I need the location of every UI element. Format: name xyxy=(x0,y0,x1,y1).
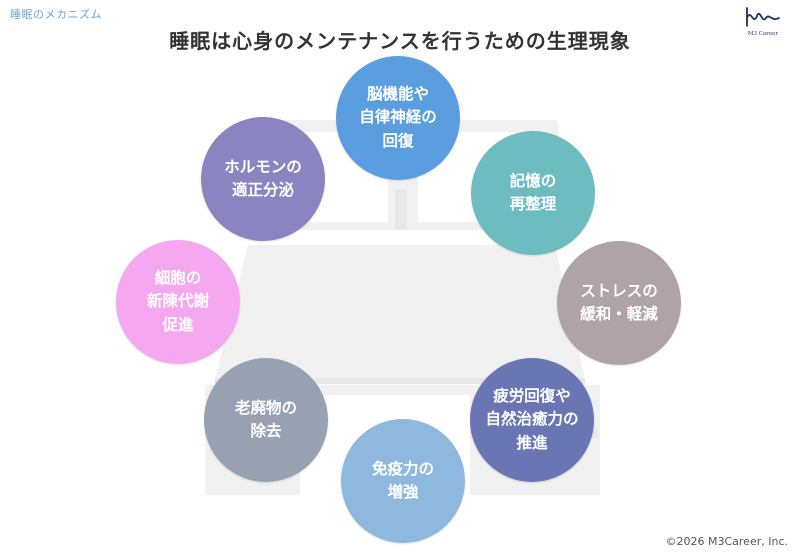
benefit-fatigue-recovery-circle: 疲労回復や 自然治癒力の 推進 xyxy=(470,358,594,482)
company-logo: M3 Career xyxy=(740,4,786,44)
benefit-hormone-secretion-label: ホルモンの 適正分泌 xyxy=(224,157,302,199)
benefit-stress-relief-label: ストレスの 緩和・軽減 xyxy=(580,281,658,323)
benefit-waste-removal-label: 老廃物の 除去 xyxy=(234,398,297,440)
benefit-stress-relief-circle: ストレスの 緩和・軽減 xyxy=(557,241,681,365)
benefit-hormone-secretion-circle: ホルモンの 適正分泌 xyxy=(201,117,325,241)
benefit-immunity-circle: 免疫力の 増強 xyxy=(341,419,465,543)
page-title: 睡眠は心身のメンテナンスを行うための生理現象 xyxy=(169,29,631,53)
benefit-memory-label: 記憶の 再整理 xyxy=(509,171,557,213)
benefit-brain-recovery-label: 脳機能や 自律神経の 回復 xyxy=(359,85,437,150)
benefit-fatigue-recovery-label: 疲労回復や 自然治癒力の 推進 xyxy=(485,387,579,452)
copyright: ©2026 M3Career, Inc. xyxy=(665,535,789,548)
logo-text: M3 Career xyxy=(747,31,779,37)
benefit-waste-removal-circle: 老廃物の 除去 xyxy=(204,358,328,482)
logo-wave-icon xyxy=(746,7,780,27)
benefit-immunity-label: 免疫力の 増強 xyxy=(371,459,434,501)
benefit-cell-metabolism-circle: 細胞の 新陳代謝 促進 xyxy=(116,240,240,364)
section-label: 睡眠のメカニズム xyxy=(10,8,102,21)
benefit-cell-metabolism-label: 細胞の 新陳代謝 促進 xyxy=(146,269,209,334)
benefit-brain-recovery-circle: 脳機能や 自律神経の 回復 xyxy=(336,56,460,180)
benefit-memory-circle: 記憶の 再整理 xyxy=(471,131,595,255)
